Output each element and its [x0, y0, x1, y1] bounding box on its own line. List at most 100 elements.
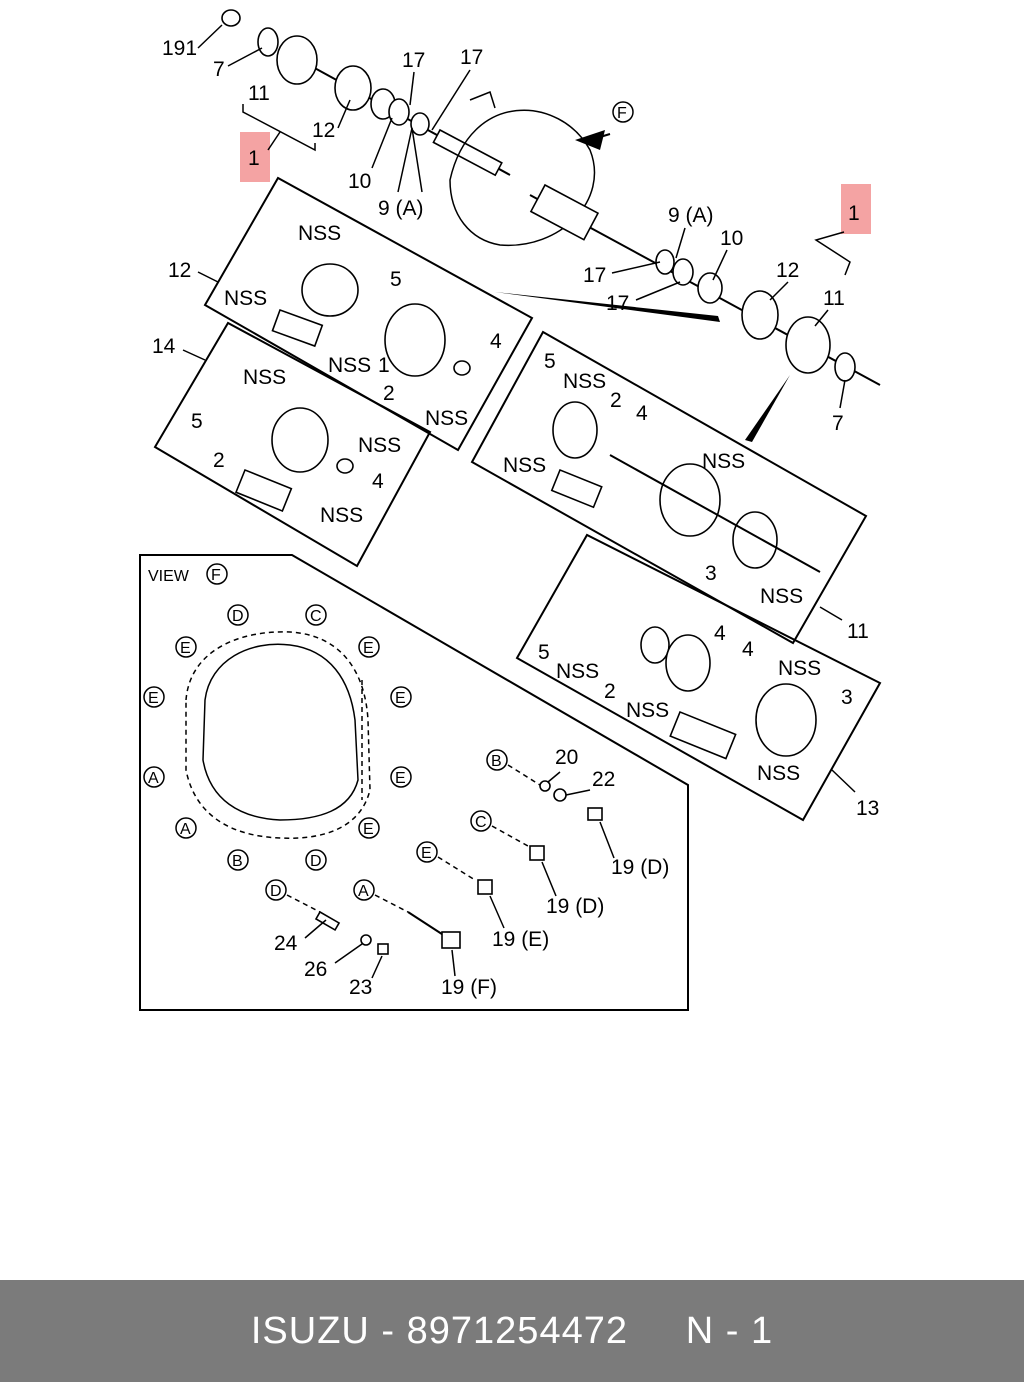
callout-7-right: 7: [832, 412, 844, 435]
kit-12-nss-4: NSS: [425, 407, 468, 430]
view-letter-e-4: E: [395, 690, 406, 707]
callout-17-right-a: 17: [583, 264, 606, 287]
upper-callouts: 191 7 11 12 1 10 9 (A) 17 17 1 9 (A) 10 …: [162, 24, 871, 435]
kit-box-13: 13 NSS NSS NSS NSS 5 2 4 4 3: [515, 533, 882, 822]
view-letter-c-top: C: [310, 608, 322, 625]
callout-9a-left: 9 (A): [378, 197, 424, 220]
view-callout-23: 23: [349, 976, 372, 999]
kit-13-nss-4: NSS: [757, 762, 800, 785]
kit-11-label: 11: [847, 620, 869, 643]
view-callout-24: 24: [274, 932, 298, 955]
kit-11-nss-1: NSS: [563, 370, 606, 393]
right-shaft-assembly: [529, 183, 881, 386]
kit-14-callout-2: 2: [213, 449, 225, 472]
bolt-letter-d: D: [270, 883, 282, 900]
kit-11-callout-5: 5: [544, 350, 556, 373]
bolt-letter-e: E: [421, 845, 432, 862]
differential-housing: [449, 91, 596, 246]
bolt-letter-c: C: [475, 814, 487, 831]
kit-11-callout-2: 2: [610, 389, 622, 412]
pointer-wedge-lower: [745, 375, 790, 442]
kit-12-callout-4: 4: [490, 330, 502, 353]
kit-12-nss-1: NSS: [298, 222, 341, 245]
pointer-wedge-upper: [495, 292, 720, 322]
kit-14-callout-5: 5: [191, 410, 203, 433]
callout-10-left: 10: [348, 170, 371, 193]
kit-box-14: 14 NSS NSS NSS 5 2 4: [152, 321, 432, 568]
view-title-circle-letter: F: [211, 567, 221, 584]
view-letter-d-bottom: D: [310, 853, 322, 870]
view-callout-19d-2: 19 (D): [546, 895, 604, 918]
view-callout-20: 20: [555, 746, 578, 769]
kit-13-callout-5: 5: [538, 641, 550, 664]
callout-17-left-b: 17: [460, 46, 483, 69]
kit-14-nss-1: NSS: [243, 366, 286, 389]
view-callout-19d-1: 19 (D): [611, 856, 669, 879]
kit-14-label: 14: [152, 335, 176, 358]
view-f-panel: VIEW F D C E E E E A E A E B D B C E D A: [139, 554, 689, 1011]
footer-gap: [628, 1310, 686, 1353]
parts-diagram: F 191 7 11 12 1 10 9 (A) 17 17 1: [139, 9, 882, 1011]
callout-7-left: 7: [213, 58, 225, 81]
view-f-arrow: F: [575, 101, 634, 150]
view-letter-e-6: E: [363, 821, 374, 838]
kit-14-nss-2: NSS: [358, 434, 401, 457]
callout-12-right: 12: [776, 259, 799, 282]
view-callout-19e: 19 (E): [492, 928, 549, 951]
kit-12-nss-3: NSS: [328, 354, 371, 377]
kit-12-label: 12: [168, 259, 191, 282]
kit-13-callout-4a: 4: [714, 622, 726, 645]
kit-12-callout-2: 2: [383, 382, 395, 405]
kit-11-nss-3: NSS: [503, 454, 546, 477]
footer-bar: ISUZU - 8971254472 N - 1: [0, 1280, 1024, 1382]
footer-sep-1: -: [369, 1309, 407, 1352]
kit-11-nss-2: NSS: [702, 450, 745, 473]
callout-191: 191: [162, 37, 197, 60]
highlight-1-left: [240, 132, 270, 182]
kit-13-nss-3: NSS: [626, 699, 669, 722]
kit-13-callout-3: 3: [841, 686, 853, 709]
footer-brand: ISUZU: [250, 1309, 370, 1352]
callout-11-right: 11: [823, 287, 845, 310]
view-letter-d-top: D: [232, 608, 244, 625]
kit-box-11: 11 NSS NSS NSS NSS 5 2 4 3: [470, 330, 869, 645]
bolt-letter-a: A: [358, 883, 369, 900]
kit-13-nss-1: NSS: [778, 657, 821, 680]
highlight-1-right: [841, 184, 871, 234]
callout-12-left: 12: [312, 119, 335, 142]
kit-11-callout-4: 4: [636, 402, 648, 425]
kit-11-nss-4: NSS: [760, 585, 803, 608]
view-callout-22: 22: [592, 768, 615, 791]
view-callout-26: 26: [304, 958, 327, 981]
callout-10-right: 10: [720, 227, 743, 250]
view-letter-e-3: E: [148, 690, 159, 707]
kit-13-callout-4b: 4: [742, 638, 754, 661]
callout-17-left-a: 17: [402, 49, 425, 72]
footer-part-number: 8971254472: [406, 1309, 628, 1352]
bolt-letter-b: B: [491, 753, 502, 770]
kit-12-callout-1: 1: [378, 354, 390, 377]
view-letter-b-bottom: B: [232, 853, 243, 870]
kit-13-label: 13: [856, 797, 879, 820]
view-letter-e-2: E: [363, 640, 374, 657]
view-title: VIEW: [148, 568, 190, 585]
view-callout-19f: 19 (F): [441, 976, 497, 999]
left-shaft-assembly: [221, 9, 511, 177]
view-letter-a-2: A: [180, 821, 191, 838]
kit-11-callout-3: 3: [705, 562, 717, 585]
kit-box-12: 12 NSS NSS NSS NSS 5 1 2 4: [168, 176, 534, 452]
view-f-circle-letter: F: [617, 105, 627, 122]
footer-page: N - 1: [685, 1309, 774, 1352]
kit-14-callout-4: 4: [372, 470, 384, 493]
callout-1-right: 1: [848, 202, 860, 225]
callout-11-left: 11: [248, 82, 270, 105]
view-letter-a-1: A: [148, 770, 159, 787]
kit-14-nss-3: NSS: [320, 504, 363, 527]
view-letter-e-5: E: [395, 770, 406, 787]
kit-13-nss-2: NSS: [556, 660, 599, 683]
callout-17-right-b: 17: [606, 292, 629, 315]
view-letter-e-1: E: [180, 640, 191, 657]
callout-9a-right: 9 (A): [668, 204, 714, 227]
kit-12-nss-2: NSS: [224, 287, 267, 310]
kit-13-callout-2: 2: [604, 680, 616, 703]
